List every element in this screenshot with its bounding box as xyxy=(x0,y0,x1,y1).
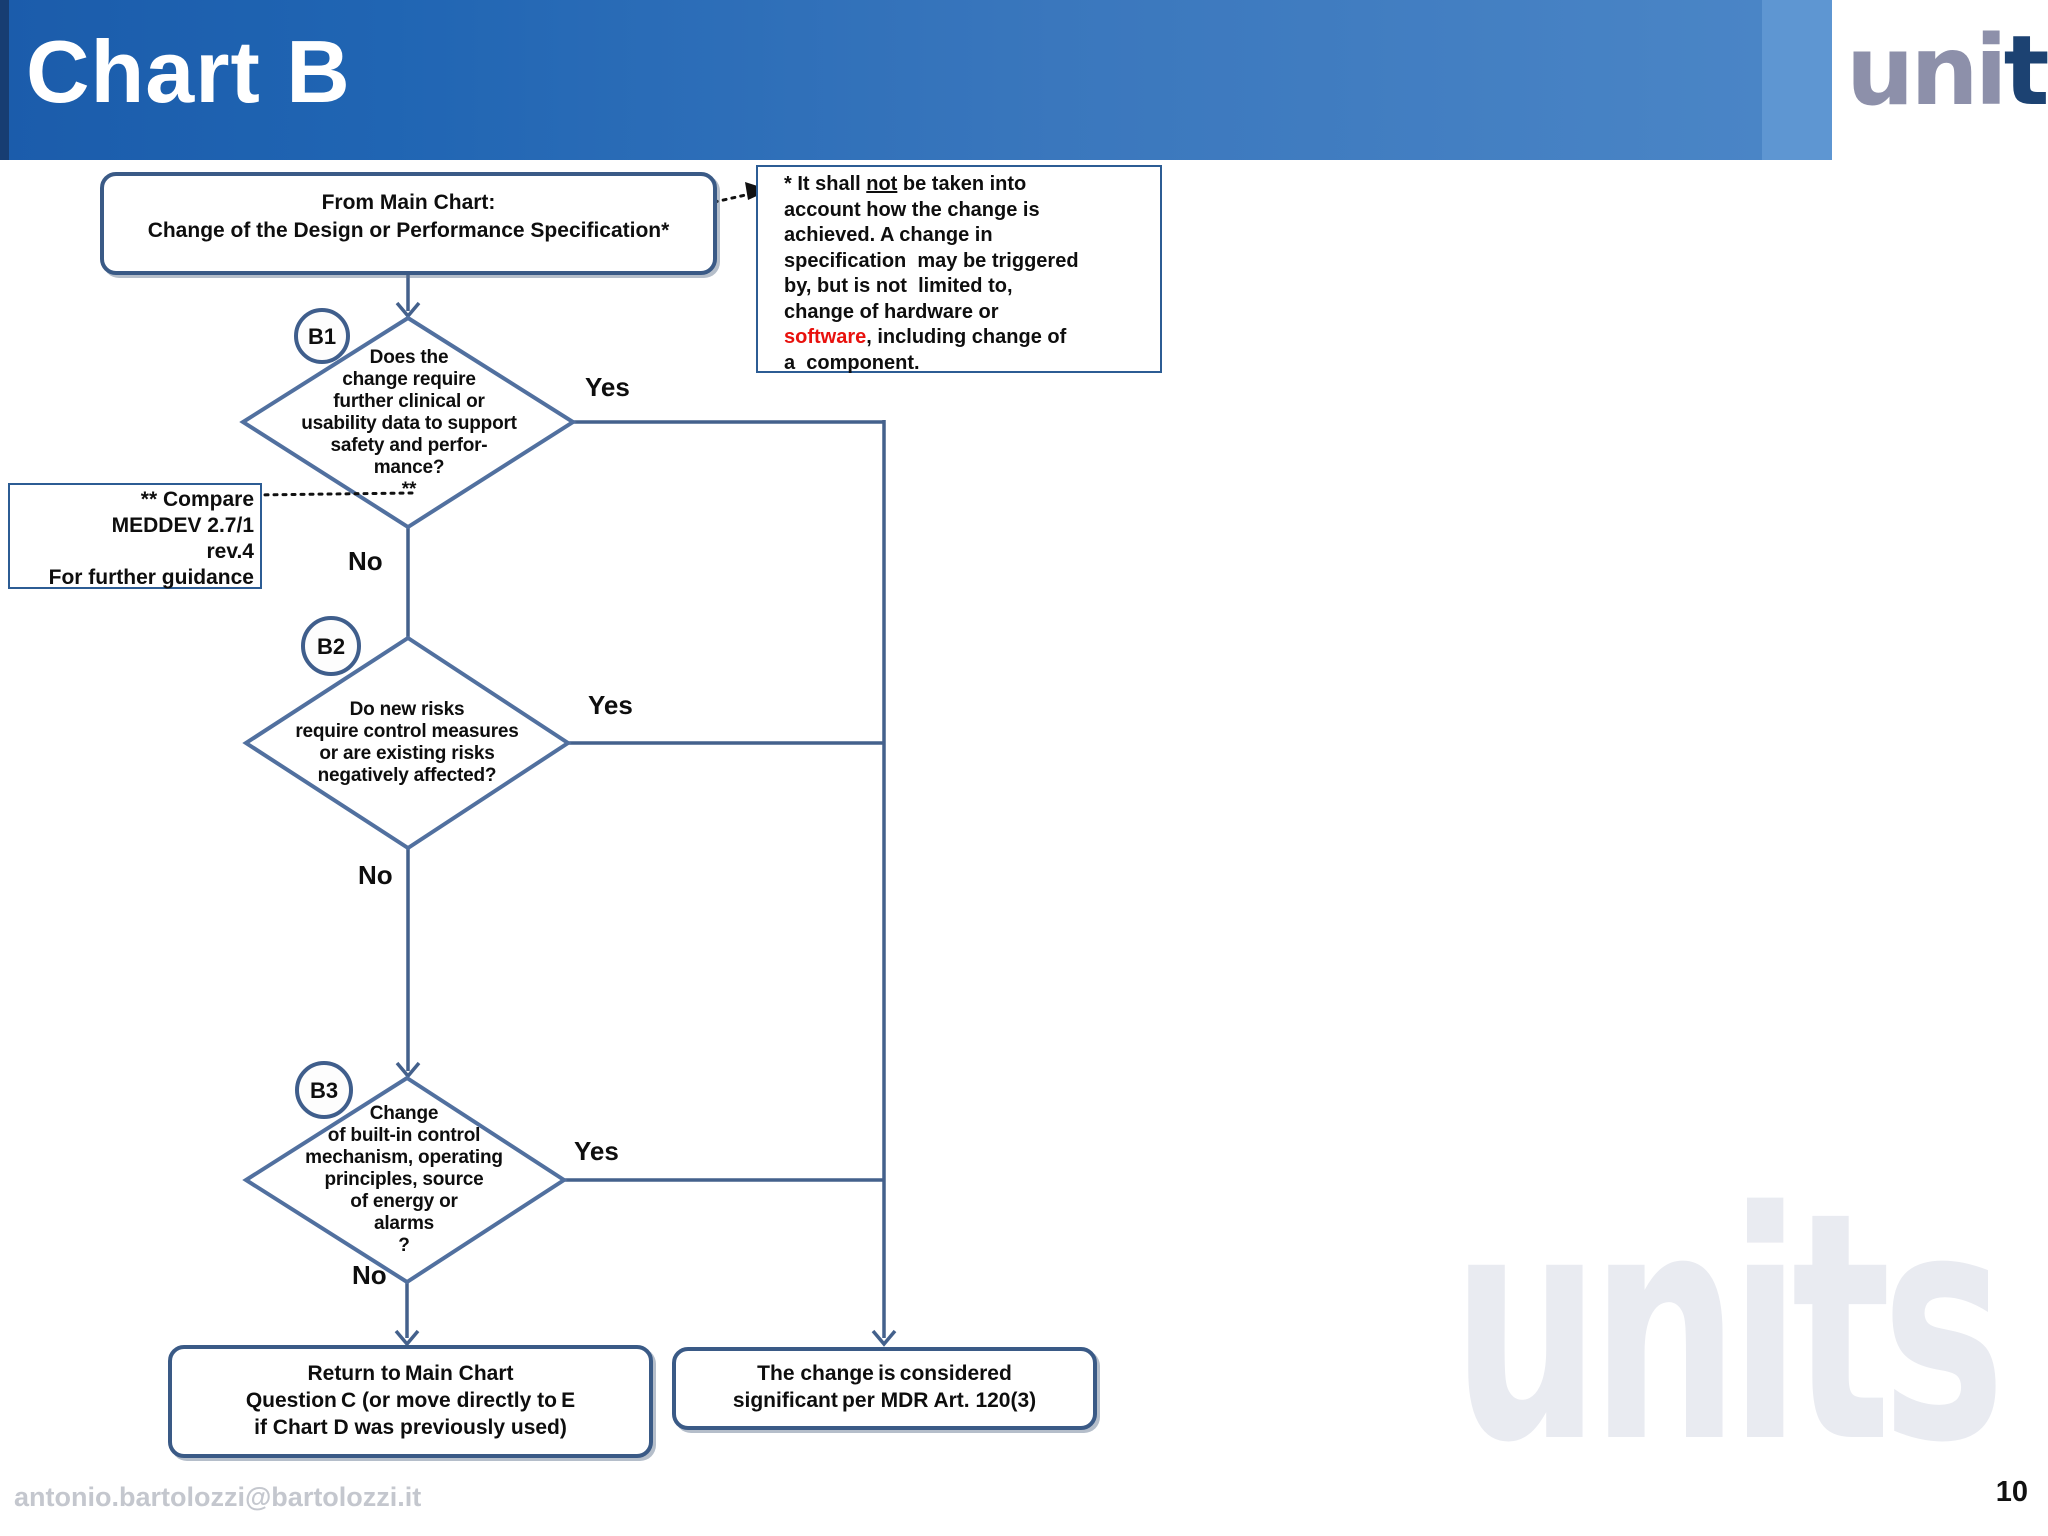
end-left-line1: Return to Main Chart xyxy=(307,1362,514,1385)
start-box: From Main Chart: Change of the Design or… xyxy=(100,172,717,275)
q3-line3: mechanism, operating xyxy=(305,1147,503,1168)
units-logo: units xyxy=(1846,23,2048,119)
label-b2-no: No xyxy=(358,860,393,890)
end-box-change-significant: The change is considered significant per… xyxy=(672,1347,1097,1430)
footer-email: antonio.bartolozzi@bartolozzi.it xyxy=(14,1482,422,1512)
q3-line6: alarms xyxy=(373,1213,435,1234)
label-b2-yes: Yes xyxy=(588,690,633,720)
badge-b2-label: B2 xyxy=(316,634,346,659)
label-b3-no: No xyxy=(352,1260,387,1290)
q3-line1: Change xyxy=(369,1103,439,1124)
q1-line3: further clinical or xyxy=(333,391,485,412)
header-edge-stripe xyxy=(0,0,9,160)
badge-b2-circle xyxy=(301,616,361,676)
badge-b1-circle xyxy=(294,308,350,364)
units-logo-gray: uni xyxy=(1846,15,2008,127)
label-b1-yes: Yes xyxy=(585,372,630,402)
header-accent-block xyxy=(1762,0,1832,160)
note-line2: account how the change is xyxy=(784,198,1040,221)
note-line3: achieved. A change in xyxy=(784,224,993,246)
start-box-line1: From Main Chart: xyxy=(321,191,496,214)
page-title: Chart B xyxy=(26,22,351,121)
q2-line1: Do new risks xyxy=(349,699,465,720)
q3-line2: of built-in control xyxy=(327,1125,481,1146)
diamond-b2-shape xyxy=(242,635,572,851)
badge-b1-label: B1 xyxy=(307,324,337,349)
q3-line4: principles, source xyxy=(324,1169,484,1190)
q1-line6: mance? xyxy=(373,457,445,478)
dotted-line-to-compare xyxy=(250,491,414,497)
note-line7b: , including change of xyxy=(866,326,1067,348)
header-bar xyxy=(0,0,1762,160)
end-right-line1: The change is considered xyxy=(757,1362,1012,1385)
end-left-line2: Question C (or move directly to E xyxy=(245,1389,576,1412)
label-b1-no: No xyxy=(348,546,383,576)
q1-line5: safety and perfor- xyxy=(330,435,488,456)
diamond-b1-shape xyxy=(239,315,577,530)
q2-line4: negatively affected? xyxy=(317,765,497,786)
note-line6: change of hardware or xyxy=(784,300,999,323)
compare-line2: MEDDEV 2.7/1 xyxy=(111,514,254,537)
note-software-red: software xyxy=(784,326,867,348)
q1-line2: change require xyxy=(342,369,476,390)
compare-line4: For further guidance xyxy=(48,566,254,589)
badge-b3-circle xyxy=(295,1061,353,1119)
question-b3: Change of built-in control mechanism, op… xyxy=(244,1103,564,1257)
decision-diamonds xyxy=(239,315,577,1285)
arrowhead-end-right xyxy=(871,1329,897,1347)
start-box-line2: Change of the Design or Performance Spec… xyxy=(147,219,670,242)
note-line8: a component. xyxy=(784,351,920,374)
units-logo-navy: ts xyxy=(2003,15,2048,127)
arrowhead-b3 xyxy=(395,1061,421,1079)
end-box-return-main-chart: Return to Main Chart Question C (or move… xyxy=(168,1345,653,1458)
compare-line1: ** Compare xyxy=(140,488,254,511)
q1-line4: usability data to support xyxy=(301,413,517,434)
q2-line3: or are existing risks xyxy=(319,743,495,764)
question-b2: Do new risks require control measures or… xyxy=(247,699,567,787)
arrowhead-end-left xyxy=(394,1329,420,1347)
label-b3-yes: Yes xyxy=(574,1136,619,1166)
flow-lines xyxy=(394,254,897,1347)
q1-line7: ** xyxy=(401,479,417,500)
note-line4: specification may be triggered xyxy=(784,249,1079,272)
note-line5: by, but is not limited to, xyxy=(784,275,1013,297)
units-watermark: units xyxy=(1452,1146,2005,1512)
diamond-b3-shape xyxy=(242,1075,568,1285)
q3-line7: ? xyxy=(398,1235,410,1256)
question-b1: Does the change require further clinical… xyxy=(249,347,569,501)
badge-b3-label: B3 xyxy=(309,1078,339,1103)
note-line1a: * It shall xyxy=(784,173,867,195)
note-line1c: be taken into xyxy=(897,173,1027,195)
page-number: 10 xyxy=(1995,1476,2028,1508)
q1-line1: Does the xyxy=(369,347,449,368)
note-box: * It shall not be taken into account how … xyxy=(756,165,1162,374)
badge-circles xyxy=(294,308,361,1119)
end-left-line3: if Chart D was previously used) xyxy=(254,1416,567,1439)
note-not-underlined: not xyxy=(866,173,898,195)
compare-line3: rev.4 xyxy=(206,540,255,563)
q2-line2: require control measures xyxy=(295,721,519,742)
end-right-line2: significant per MDR Art. 120(3) xyxy=(732,1389,1037,1412)
q3-line5: of energy or xyxy=(350,1191,458,1212)
